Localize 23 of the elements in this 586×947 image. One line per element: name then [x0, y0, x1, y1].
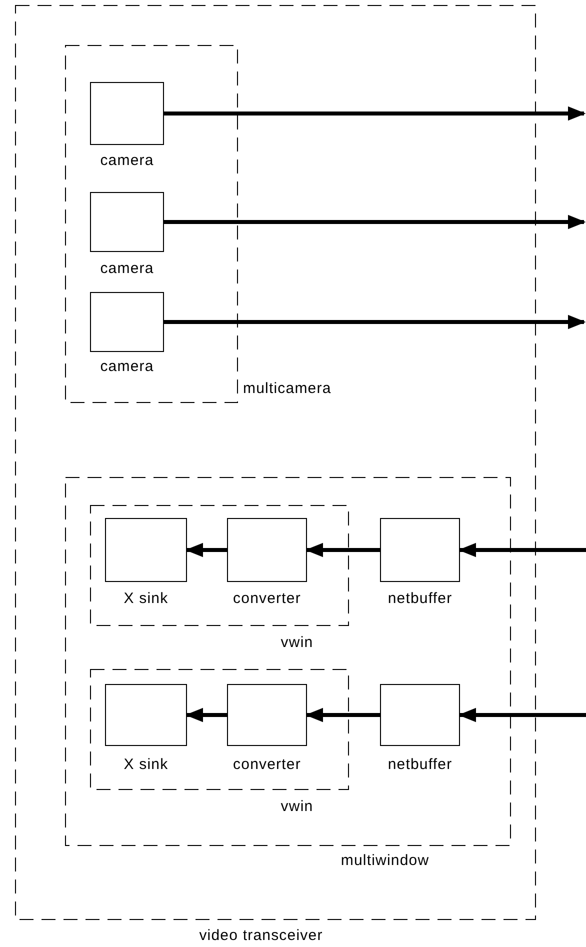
component-label: X sink	[124, 756, 168, 773]
arrow	[185, 542, 227, 558]
arrow	[164, 106, 586, 121]
component-label: converter	[233, 590, 301, 607]
group-label: vwin	[280, 634, 314, 651]
component-label: camera	[100, 260, 154, 277]
component-label: netbuffer	[388, 590, 452, 607]
group-label: video transceiver	[199, 927, 323, 944]
component-label: converter	[233, 756, 301, 773]
arrow	[458, 542, 586, 558]
component-label: X sink	[124, 590, 168, 607]
component-label: netbuffer	[388, 756, 452, 773]
arrow	[458, 708, 586, 722]
group-label: vwin	[280, 798, 314, 815]
arrow	[305, 708, 380, 722]
arrow	[305, 542, 380, 558]
arrow	[185, 708, 227, 722]
component-label: camera	[100, 152, 154, 169]
group-label: multiwindow	[340, 852, 430, 869]
component-label: camera	[100, 358, 154, 375]
group-label: multicamera	[243, 380, 332, 397]
arrow	[164, 314, 586, 330]
arrow	[164, 214, 586, 230]
